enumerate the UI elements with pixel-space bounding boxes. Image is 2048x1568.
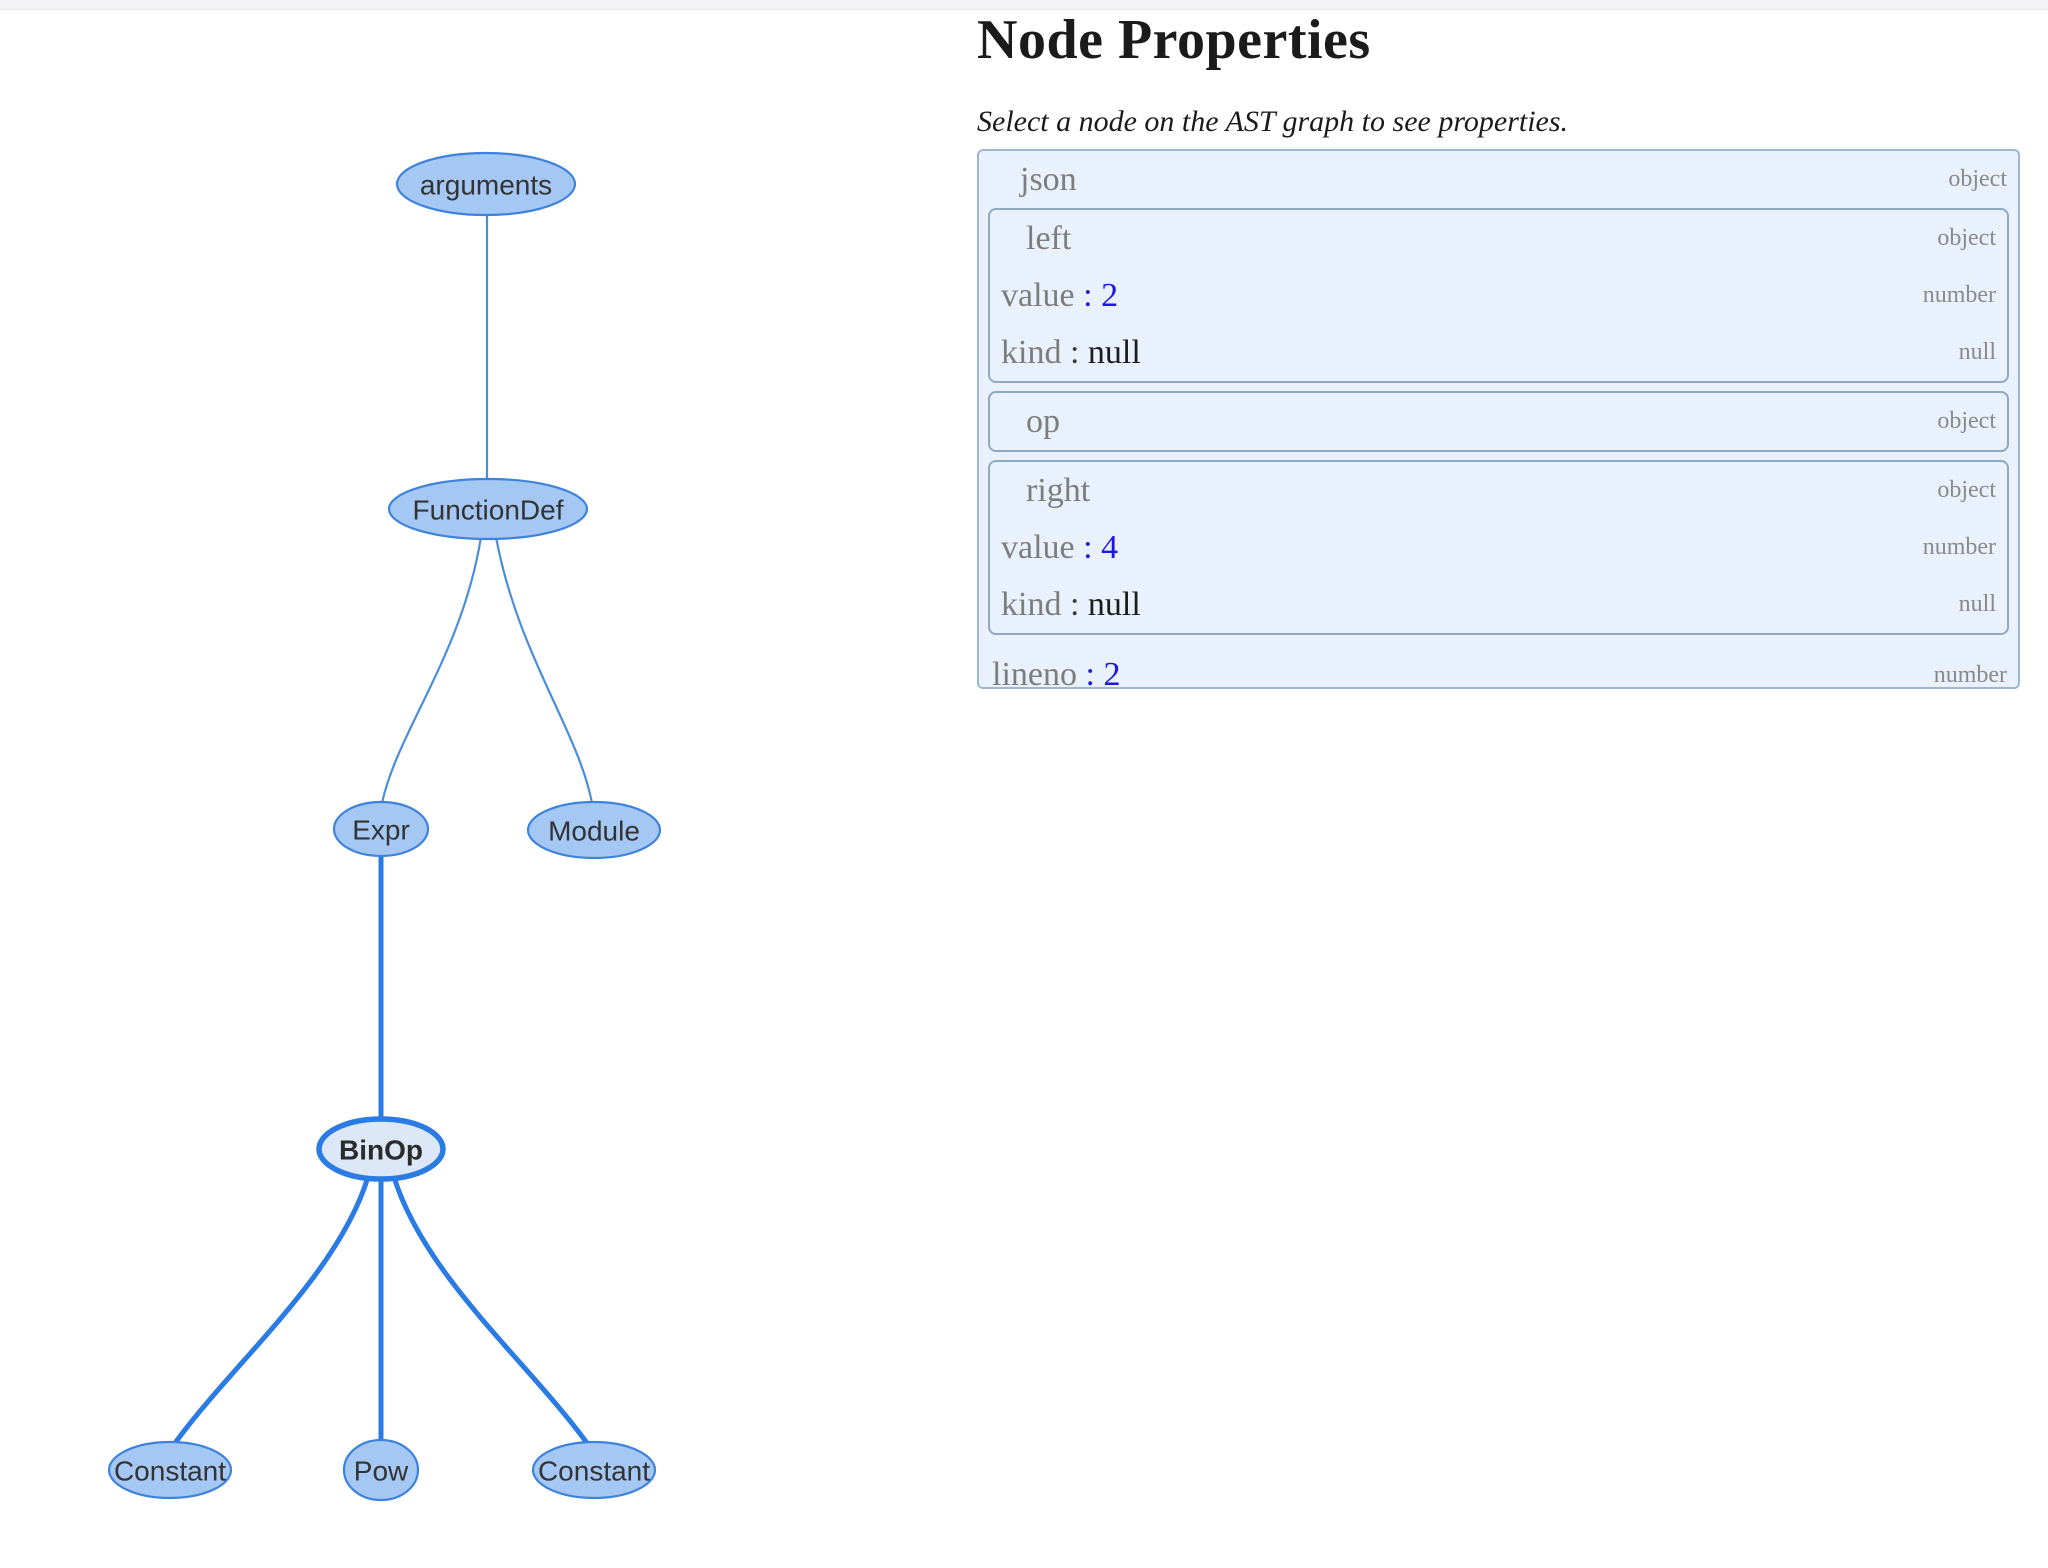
graph-node-constant-right[interactable]: Constant — [531, 1440, 657, 1500]
graph-node-constant-left[interactable]: Constant — [107, 1440, 233, 1500]
key-value-pair: kind : null — [1001, 333, 1141, 371]
page-title: Node Properties — [977, 9, 1371, 71]
graph-node-ellipse — [531, 1440, 657, 1500]
key-value-pair: kind : null — [1001, 585, 1141, 623]
tree-group-op: op object — [988, 391, 2009, 452]
tree-key: right — [1026, 471, 1091, 509]
tree-group-left: left object value : 2 number kind : null… — [988, 208, 2009, 383]
type-label: object — [1937, 225, 1996, 251]
tree-group-right: right object value : 4 number kind : nul… — [988, 460, 2009, 635]
key-value-pair: value : 4 — [1001, 528, 1119, 566]
node-properties-panel: json object left object value : 2 number… — [977, 149, 2020, 693]
graph-edge-binop-constant-right — [391, 1176, 590, 1445]
tree-row-right-kind: kind : null null — [990, 576, 2007, 633]
tree-key: json — [1020, 160, 1077, 198]
graph-node-expr[interactable]: Expr — [332, 800, 430, 858]
graph-node-arguments[interactable]: arguments — [395, 151, 577, 217]
tree-key: left — [1026, 219, 1072, 257]
tree-row-left-value: value : 2 number — [990, 267, 2007, 324]
tree-row-lineno: lineno : 2 number — [979, 643, 2018, 707]
type-label: object — [1948, 166, 2007, 192]
tree-key: op — [1026, 402, 1060, 440]
graph-node-ellipse — [316, 1116, 446, 1182]
type-label: object — [1937, 477, 1996, 503]
tree-row-left[interactable]: left object — [990, 210, 2007, 267]
graph-node-ellipse — [342, 1438, 420, 1502]
graph-edge-binop-constant-left — [172, 1176, 371, 1445]
tree-row-left-kind: kind : null null — [990, 324, 2007, 381]
panel-hint: Select a node on the AST graph to see pr… — [977, 105, 1569, 138]
tree-row-op[interactable]: op object — [990, 393, 2007, 450]
tree-row-right-value: value : 4 number — [990, 519, 2007, 576]
graph-node-pow[interactable]: Pow — [342, 1438, 420, 1502]
type-label: null — [1958, 591, 1996, 617]
key-value-pair: value : 2 — [1001, 276, 1119, 314]
graph-node-binop[interactable]: BinOp — [316, 1116, 446, 1182]
tree-row-json[interactable]: json object — [979, 151, 2018, 208]
key-value-pair: lineno : 2 — [992, 656, 1121, 693]
graph-edge-functiondef-expr — [380, 536, 483, 804]
type-label: object — [1937, 408, 1996, 434]
graph-node-module[interactable]: Module — [526, 800, 662, 860]
graph-node-functiondef[interactable]: FunctionDef — [387, 477, 589, 541]
graph-node-ellipse — [395, 151, 577, 217]
type-label: number — [1933, 661, 2007, 688]
graph-node-ellipse — [107, 1440, 233, 1500]
graph-node-ellipse — [387, 477, 589, 541]
graph-node-ellipse — [526, 800, 662, 860]
type-label: number — [1922, 534, 1996, 560]
top-bar — [0, 0, 2048, 10]
graph-node-ellipse — [332, 800, 430, 858]
type-label: number — [1922, 282, 1996, 308]
tree-row-right[interactable]: right object — [990, 462, 2007, 519]
graph-edge-functiondef-module — [494, 536, 594, 804]
type-label: null — [1958, 339, 1996, 365]
